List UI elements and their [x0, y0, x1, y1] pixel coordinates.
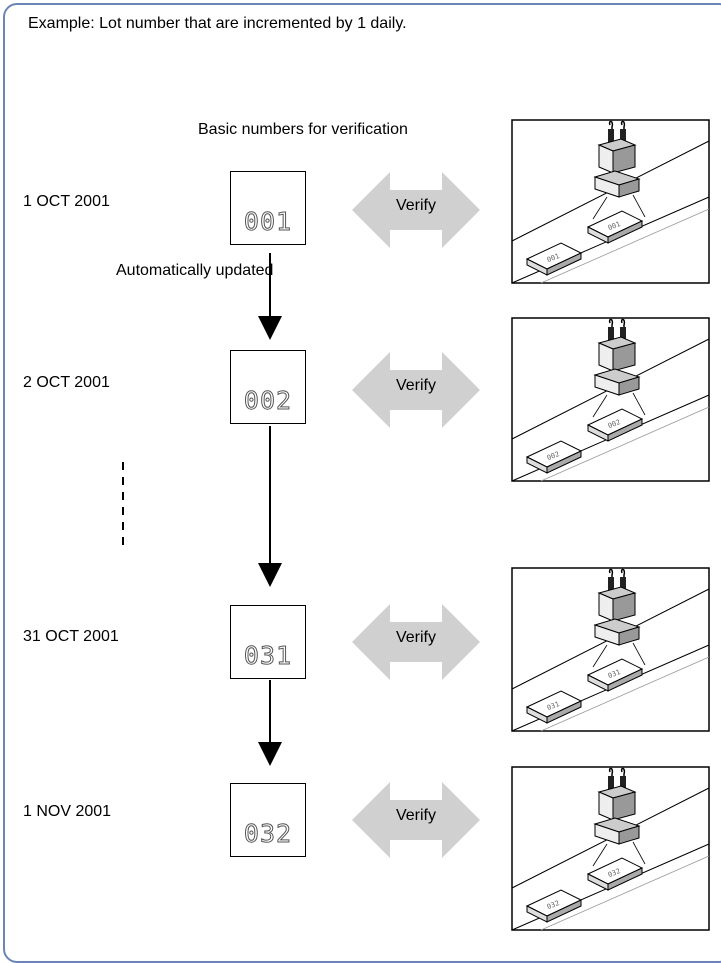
number-box-3: 031 — [230, 605, 306, 679]
inspection-scene-1: 001 001 — [511, 119, 710, 284]
example-heading: Example: Lot number that are incremented… — [28, 15, 407, 32]
verify-arrow-2: Verify — [352, 352, 480, 428]
date-label-2: 2 OCT 2001 — [23, 374, 110, 391]
number-box-2: 002 — [230, 350, 306, 424]
inspection-scene-2: 002 002 — [511, 317, 710, 482]
number-value: 002 — [243, 386, 293, 416]
number-value: 031 — [243, 641, 293, 671]
number-value: 032 — [243, 819, 293, 849]
number-box-4: 032 — [230, 783, 306, 857]
auto-updated-label: Automatically updated — [116, 262, 274, 279]
inspection-scene-3: 031 031 — [511, 567, 710, 732]
number-value: 001 — [243, 207, 293, 237]
down-arrow-1-head — [258, 316, 282, 340]
down-arrow-3-head — [258, 742, 282, 766]
date-label-1: 1 OCT 2001 — [23, 193, 110, 210]
verify-label: Verify — [395, 197, 436, 214]
inspection-scene-4: 032 032 — [511, 766, 710, 931]
down-arrow-2-head — [258, 563, 282, 587]
date-label-3: 31 OCT 2001 — [23, 628, 119, 645]
verify-arrow-3: Verify — [352, 604, 480, 680]
basic-numbers-label: Basic numbers for verification — [198, 121, 408, 138]
verify-label: Verify — [395, 807, 436, 824]
verify-arrow-1: Verify — [352, 172, 480, 248]
verify-label: Verify — [395, 377, 436, 394]
date-label-4: 1 NOV 2001 — [23, 803, 112, 820]
verify-label: Verify — [395, 629, 436, 646]
verify-arrow-4: Verify — [352, 782, 480, 858]
number-box-1: 001 — [230, 171, 306, 245]
